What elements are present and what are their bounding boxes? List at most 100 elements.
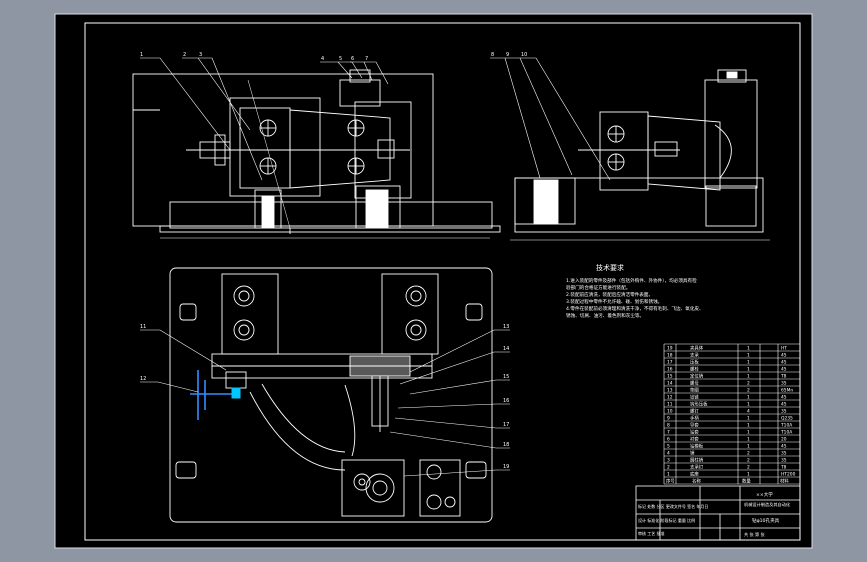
bom-row-qty: 1 — [747, 352, 750, 358]
bom-row-name: 压板 — [690, 358, 699, 365]
bom-row-name: 定位销 — [690, 372, 704, 379]
bom-row-material: 20 — [781, 436, 787, 442]
leader-label: 3 — [199, 52, 202, 58]
bom-row-number: 15 — [667, 373, 673, 379]
bom-row-number: 6 — [667, 436, 670, 442]
bom-row-number: 7 — [667, 429, 670, 435]
bom-row-qty: 1 — [747, 436, 750, 442]
tech-requirement-line: 2.装配前应清洗，装配后应清洁零件表面。 — [566, 291, 653, 298]
front-view-leaders — [140, 57, 389, 181]
front-view-leader-labels: 1 2 3 4 5 6 7 — [140, 52, 368, 62]
leader-label: 5 — [339, 56, 342, 62]
bom-row-qty: 1 — [747, 401, 750, 407]
drawing-sheet — [54, 13, 813, 549]
bom-row-qty: 1 — [747, 415, 750, 421]
bom-row-material: 45 — [781, 352, 787, 358]
bom-row-qty: 1 — [747, 429, 750, 435]
title-row-1: 标记 处数 分区 更改文件号 签名 年月日 — [638, 503, 708, 509]
bom-row-material: 45 — [781, 366, 787, 372]
bom-row-name: 圆柱销 — [690, 456, 704, 463]
plan-view — [169, 267, 493, 523]
leader-label: 4 — [321, 56, 324, 62]
bom-row-number: 2 — [667, 464, 670, 470]
bom-row-material: HT200 — [781, 471, 796, 477]
tech-requirement-line: 验部门的合格证方能进行装配。 — [566, 284, 630, 291]
bom-row-name: 手柄 — [690, 414, 699, 421]
leader-label: 10 — [521, 52, 527, 58]
bom-row-number: 14 — [667, 380, 673, 386]
technical-requirements: 技术要求 1.进入装配的零件及部件（包括外购件、外协件），均必须具有检 验部门的… — [566, 263, 704, 319]
leader-label: 15 — [503, 374, 509, 380]
bom-row-qty: 1 — [747, 345, 750, 351]
bom-row-material: Q235 — [781, 415, 793, 421]
bom-row-qty: 1 — [747, 471, 750, 477]
leader-label: 12 — [140, 376, 146, 382]
drawing-frame — [84, 22, 801, 541]
leader-label: 16 — [503, 398, 509, 404]
selected-grip — [231, 387, 241, 399]
plan-view-leaders — [140, 329, 510, 477]
bom-row-material: 35 — [781, 380, 787, 386]
leader-label: 1 — [140, 52, 143, 58]
bom-row-number: 9 — [667, 415, 670, 421]
side-view-leader-labels: 8 9 10 — [491, 52, 527, 58]
bom-row-material: 45 — [781, 401, 787, 407]
bom-row-qty: 1 — [747, 359, 750, 365]
bom-row-material: HT — [781, 345, 787, 351]
bom-row-qty: 1 — [747, 443, 750, 449]
plan-view-leader-labels: 11 12 13 14 15 16 17 18 19 — [140, 324, 509, 470]
bom-row-number: 18 — [667, 352, 673, 358]
title-block-text: ××大学 机械设计制造及其自动化 钻φ10孔夹具 标记 处数 分区 更改文件号 … — [638, 491, 791, 538]
leader-label: 17 — [503, 422, 509, 428]
bom-row-qty: 1 — [747, 394, 750, 400]
leader-label: 13 — [503, 324, 509, 330]
leader-label: 2 — [183, 52, 186, 58]
bom-row-name: 垫圈 — [690, 386, 699, 393]
bom-row-name: 钻套 — [690, 428, 699, 435]
side-view — [510, 69, 770, 241]
bom-row-number: 10 — [667, 408, 673, 414]
bom-row-number: 16 — [667, 366, 673, 372]
bom-row-material: T8 — [780, 464, 787, 470]
bom-row-material: 35 — [781, 457, 787, 463]
bom-row-qty: 2 — [747, 387, 750, 393]
bom-header-name: 名称 — [692, 477, 701, 484]
leader-label: 11 — [140, 324, 146, 330]
bom-row-material: 45 — [781, 443, 787, 449]
bom-row-material: T10A — [780, 422, 792, 428]
bom-row-name: 螺栓 — [690, 365, 699, 372]
bom-header-qty: 数量 — [742, 477, 751, 484]
bom-row-material: T10A — [780, 429, 792, 435]
bom-row-number: 13 — [667, 387, 673, 393]
tech-requirement-line: 3.装配过程中零件不允许磕、碰、划伤和锈蚀。 — [566, 298, 662, 305]
leader-label: 8 — [491, 52, 494, 58]
bom-row-material: T8 — [780, 373, 787, 379]
bom-row-qty: 1 — [747, 373, 750, 379]
clamp-handle — [190, 370, 234, 420]
bom-row-name: 支承 — [690, 351, 699, 358]
bom-row-name: 销 — [690, 449, 695, 456]
bom-row-number: 8 — [667, 422, 670, 428]
bom-row-qty: 1 — [747, 366, 750, 372]
department: 机械设计制造及其自动化 — [744, 501, 791, 508]
bom-row-qty: 2 — [747, 450, 750, 456]
bom-row-material: 65Mn — [781, 387, 793, 393]
bom-row-number: 17 — [667, 359, 673, 365]
bom-row-name: 螺钉 — [690, 407, 699, 414]
bom-row-number: 3 — [667, 457, 670, 463]
bom-row-qty: 1 — [747, 422, 750, 428]
bom-row-qty: 2 — [747, 464, 750, 470]
bom-row-qty: 2 — [747, 457, 750, 463]
bom-row-number: 12 — [667, 394, 673, 400]
title-row-3: 审核 工艺 批准 — [638, 530, 665, 536]
bom-row-number: 1 — [667, 471, 670, 477]
tech-requirement-line: 1.进入装配的零件及部件（包括外购件、外协件），均必须具有检 — [566, 277, 697, 284]
bom-header-material: 材料 — [780, 477, 789, 484]
leader-label: 18 — [503, 442, 509, 448]
bom-row-name: 衬套 — [690, 435, 699, 442]
bom-row-number: 5 — [667, 443, 670, 449]
title-block — [635, 485, 801, 541]
bom-row-number: 11 — [667, 401, 673, 407]
